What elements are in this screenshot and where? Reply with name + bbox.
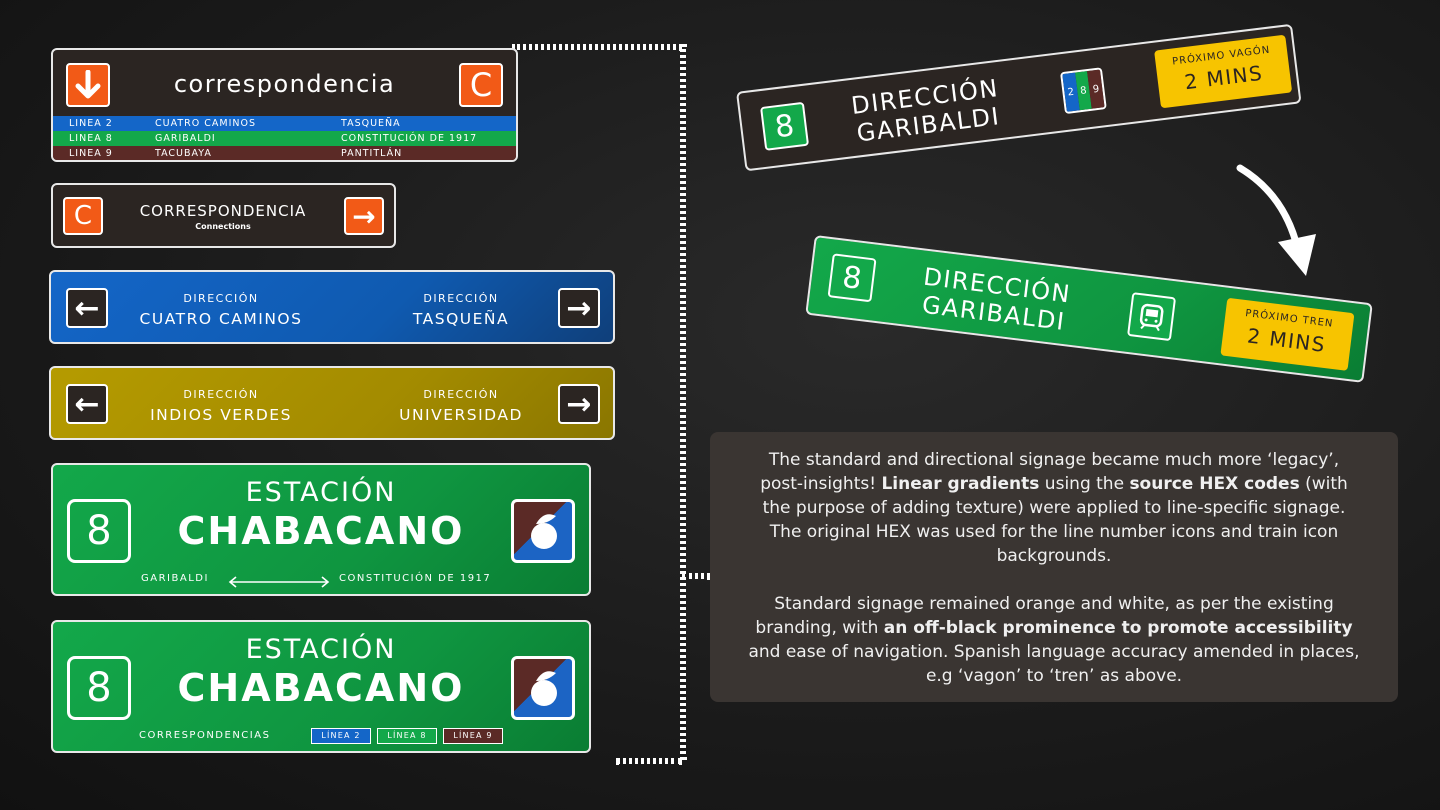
info-text: Standard signage remained orange and whi… <box>755 594 1334 638</box>
train-icon <box>1127 292 1177 342</box>
info-bold: an off-black prominence to promote acces… <box>883 618 1353 638</box>
direction-label: Dirección <box>423 388 499 401</box>
line-number-badge: 8 <box>827 253 877 303</box>
platform-sign-tren: 8 Dirección Garibaldi Próximo Tren 2 min… <box>805 235 1373 383</box>
info-paragraph-2: Standard signage remained orange and whi… <box>746 592 1362 688</box>
station-label: Estación <box>245 634 397 665</box>
station-logo-icon <box>511 499 575 563</box>
station-label: Estación <box>245 477 397 508</box>
line-pill-9: Línea 9 <box>443 728 503 744</box>
connections-label: Correspondencias <box>139 730 271 741</box>
direction-sign-line-2: ← Dirección Cuatro Caminos Dirección Tas… <box>49 270 615 344</box>
line-number-badge: 8 <box>760 101 810 151</box>
sign-subtitle: Connections <box>195 222 251 231</box>
row-dest-b: Tasqueña <box>341 118 401 129</box>
row-line: Linea 2 <box>69 118 113 129</box>
arrow-right-icon: → <box>558 288 600 328</box>
curved-arrow-icon <box>1230 160 1320 280</box>
direction-destination: Universidad <box>399 406 523 424</box>
info-text: The standard and directional signage bec… <box>760 450 1340 494</box>
arrow-right-icon: → <box>344 197 384 235</box>
line-number-badge: 8 <box>67 499 131 563</box>
direction-destination: Cuatro Caminos <box>139 310 303 328</box>
station-sign-chabacano-connections: 8 Estación Chabacano Correspondencias Lí… <box>51 620 591 753</box>
direction-label: Dirección <box>183 292 259 305</box>
next-train-box: Próximo Vagón 2 mins <box>1154 34 1293 109</box>
next-train-box: Próximo Tren 2 mins <box>1220 297 1355 371</box>
station-name: Chabacano <box>177 509 465 553</box>
direction-sign-line-3: ← Dirección Indios Verdes Dirección Univ… <box>49 366 615 440</box>
row-line: Linea 9 <box>69 148 113 159</box>
sign-title: CORRESPONDENCIA <box>139 202 307 220</box>
row-line: Linea 8 <box>69 133 113 144</box>
line-pill-8: Línea 8 <box>377 728 437 744</box>
correspondencia-sign-large: correspondencia C Linea 2 Cuatro Caminos… <box>51 48 518 162</box>
row-dest-b: Pantitlán <box>341 148 403 159</box>
row-dest-a: Tacubaya <box>155 148 212 159</box>
bidirectional-arrow-icon <box>227 573 331 588</box>
correspondencia-sign-small: C CORRESPONDENCIA Connections → <box>51 183 396 248</box>
info-text: and ease of navigation. Spanish language… <box>748 642 1360 686</box>
info-text: (with the purpose of adding texture) wer… <box>762 474 1348 566</box>
info-paragraph-1: The standard and directional signage bec… <box>746 448 1362 568</box>
correspondence-c-icon: C <box>459 63 503 107</box>
station-sign-chabacano: 8 Estación Chabacano Garibaldi Constituc… <box>51 463 591 596</box>
line-number-badge: 8 <box>67 656 131 720</box>
info-text: using the <box>1039 474 1130 494</box>
direction-label: Dirección <box>423 292 499 305</box>
arrow-down-icon <box>66 63 110 107</box>
mini-lines-icon: 2 8 9 <box>1060 67 1107 115</box>
info-bold: Linear gradients <box>881 474 1040 494</box>
direction-destination: Indios Verdes <box>150 406 292 424</box>
station-name: Chabacano <box>177 666 465 710</box>
line-pill-2: Línea 2 <box>311 728 371 744</box>
row-linea-8: Linea 8 Garibaldi Constitución de 1917 <box>53 131 516 146</box>
info-panel: The standard and directional signage bec… <box>710 432 1398 702</box>
station-logo-icon <box>511 656 575 720</box>
row-linea-2: Linea 2 Cuatro Caminos Tasqueña <box>53 116 516 131</box>
row-dest-a: Garibaldi <box>155 133 216 144</box>
connector-vertical <box>680 44 686 760</box>
arrow-right-icon: → <box>558 384 600 424</box>
direction-destination: Tasqueña <box>412 310 510 328</box>
direction-label: Dirección <box>183 388 259 401</box>
platform-sign-vagon: 8 Dirección Garibaldi 2 8 9 Próximo Vagó… <box>736 23 1302 172</box>
arrow-left-icon: ← <box>66 384 108 424</box>
correspondence-c-icon: C <box>63 197 103 235</box>
route-to: Constitución de 1917 <box>339 573 492 584</box>
row-dest-a: Cuatro Caminos <box>155 118 256 129</box>
row-dest-b: Constitución de 1917 <box>341 133 478 144</box>
connector-bottom <box>616 758 682 764</box>
info-bold: source HEX codes <box>1129 474 1300 494</box>
route-from: Garibaldi <box>141 573 209 584</box>
arrow-left-icon: ← <box>66 288 108 328</box>
connector-top <box>512 44 682 50</box>
sign-title: correspondencia <box>173 70 396 98</box>
row-linea-9: Linea 9 Tacubaya Pantitlán <box>53 146 516 160</box>
connector-info <box>682 573 710 579</box>
